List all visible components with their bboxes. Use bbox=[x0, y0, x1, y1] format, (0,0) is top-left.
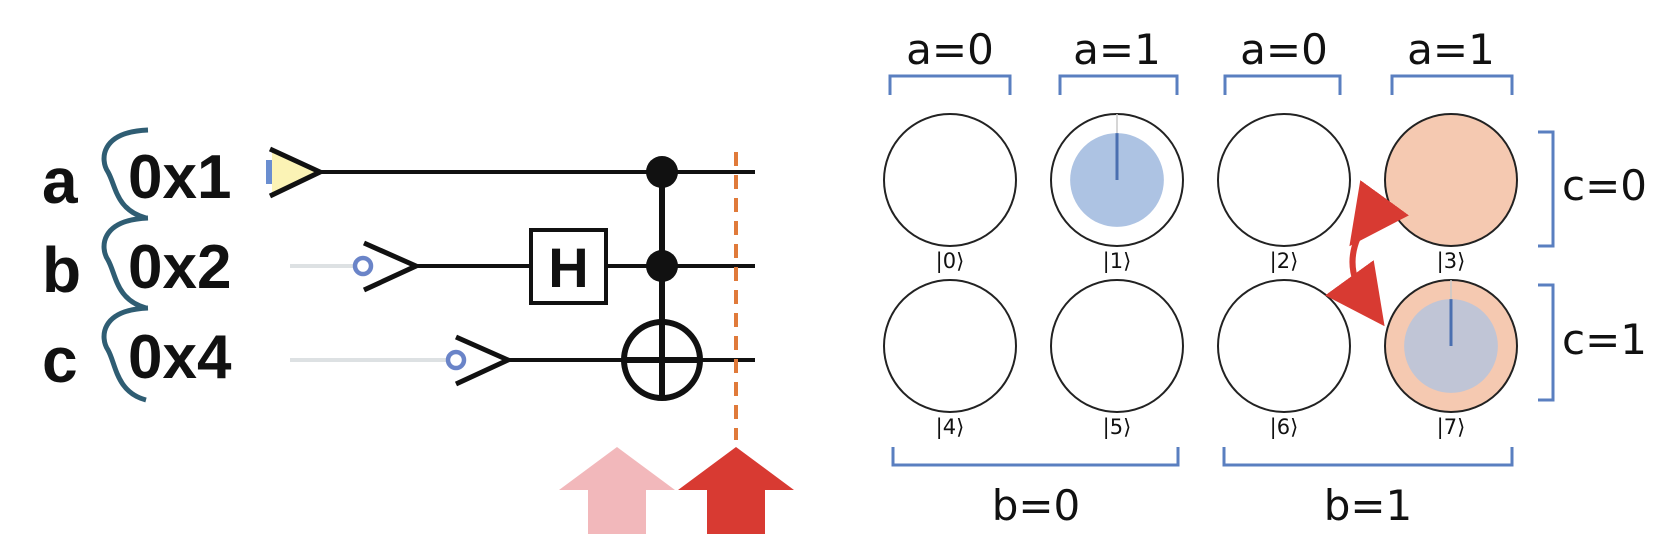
ket-label-3: |3⟩ bbox=[1437, 249, 1466, 274]
ket-label-4: |4⟩ bbox=[936, 415, 965, 440]
column-label-4: a=1 bbox=[1407, 25, 1495, 74]
qubit-b-init-icon bbox=[352, 255, 374, 277]
amplitude-cells: |0⟩ |1⟩ |2⟩ |3⟩ |4⟩ |5⟩ |6⟩ |7⟩ bbox=[883, 113, 1518, 440]
column-bracket-4 bbox=[1390, 74, 1514, 95]
column-label-2: a=1 bbox=[1073, 25, 1161, 74]
bottom-label-1: b=0 bbox=[992, 481, 1081, 530]
brace-a bbox=[101, 127, 149, 221]
qubit-label-c: c bbox=[42, 324, 78, 396]
column-bracket-1 bbox=[888, 74, 1012, 95]
column-label-1: a=0 bbox=[906, 25, 994, 74]
qubit-c-init-icon bbox=[445, 349, 467, 371]
current-step-arrow[interactable] bbox=[678, 447, 794, 534]
brace-c bbox=[101, 305, 149, 403]
row-bracket-2 bbox=[1538, 283, 1555, 402]
column-label-3: a=0 bbox=[1240, 25, 1328, 74]
mask-label-c: 0x4 bbox=[128, 323, 232, 392]
hadamard-gate-label: H bbox=[548, 236, 588, 299]
qubit-a-input-fill bbox=[272, 149, 318, 196]
swap-arrow bbox=[1325, 180, 1409, 327]
bottom-bracket-1 bbox=[891, 447, 1180, 467]
mask-label-b: 0x2 bbox=[128, 233, 231, 302]
amplitude-cell-4[interactable] bbox=[883, 279, 1017, 413]
ket-label-2: |2⟩ bbox=[1270, 249, 1299, 274]
amplitude-cell-0[interactable] bbox=[883, 113, 1017, 247]
state-grid-panel: a=0 a=1 a=0 a=1 c=0 c=1 |0⟩|1⟩|2⟩|3⟩|4⟩|… bbox=[883, 25, 1647, 530]
bottom-bracket-2 bbox=[1222, 447, 1514, 467]
hadamard-gate[interactable] bbox=[529, 228, 608, 305]
qubit-label-b: b bbox=[42, 234, 81, 306]
ket-label-6: |6⟩ bbox=[1270, 415, 1299, 440]
bottom-label-2: b=1 bbox=[1324, 481, 1413, 530]
ket-label-1: |1⟩ bbox=[1103, 249, 1132, 274]
amplitude-cell-6[interactable] bbox=[1217, 279, 1351, 413]
qubit-label-a: a bbox=[42, 145, 78, 217]
amplitude-cell-3[interactable] bbox=[1384, 113, 1518, 247]
control-dot-a[interactable] bbox=[646, 156, 678, 188]
ket-label-0: |0⟩ bbox=[936, 249, 965, 274]
circuit-panel: a b c 0x1 0x2 0x4 H bbox=[42, 127, 794, 534]
ket-label-5: |5⟩ bbox=[1103, 415, 1132, 440]
row-label-2: c=1 bbox=[1562, 315, 1647, 364]
ket-label-7: |7⟩ bbox=[1437, 415, 1466, 440]
amplitude-cell-5[interactable] bbox=[1050, 279, 1184, 413]
mask-label-a: 0x1 bbox=[128, 143, 231, 212]
column-bracket-3 bbox=[1223, 74, 1342, 95]
column-bracket-2 bbox=[1058, 74, 1179, 95]
previous-step-arrow[interactable] bbox=[559, 447, 675, 534]
qubit-a-indicator bbox=[266, 160, 272, 184]
row-label-1: c=0 bbox=[1562, 161, 1647, 210]
amplitude-cell-2[interactable] bbox=[1217, 113, 1351, 247]
control-dot-b[interactable] bbox=[646, 250, 678, 282]
brace-b bbox=[101, 215, 149, 311]
row-bracket-1 bbox=[1538, 130, 1555, 248]
